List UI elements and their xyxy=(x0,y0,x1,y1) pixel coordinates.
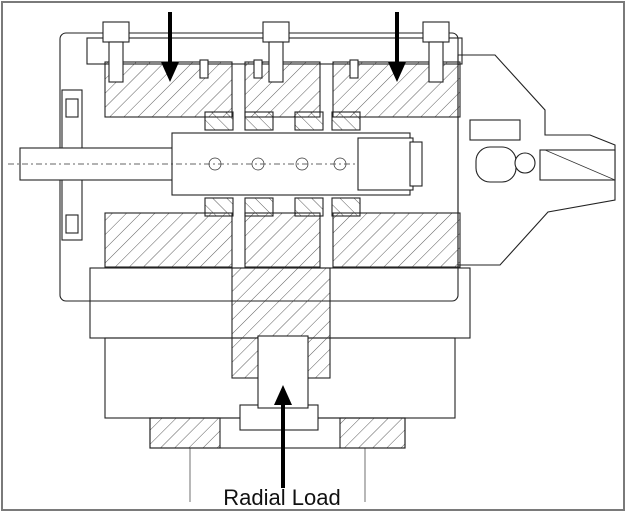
shaft xyxy=(8,132,423,196)
housing-sections xyxy=(104,61,461,268)
base-structure xyxy=(89,267,471,502)
radial-load-label: Radial Load xyxy=(223,485,340,510)
bolts xyxy=(102,21,450,83)
load-arrows xyxy=(161,12,406,488)
housing xyxy=(59,32,616,302)
tapered-roller-bearings xyxy=(204,111,361,217)
